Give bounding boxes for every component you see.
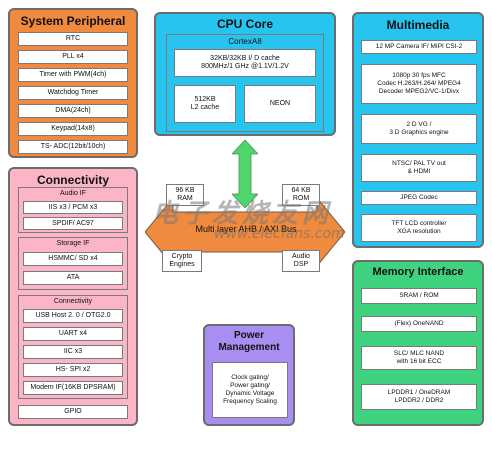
ata-block: ATA [23, 271, 123, 285]
iis-pcm-block: IIS x3 / PCM x3 [23, 201, 123, 214]
connectivity-group: Connectivity USB Host 2. 0 / OTG2.0 UART… [18, 295, 128, 399]
multimedia-panel: Multimedia 12 MP Camera IF/ MIPI CSI-2 1… [352, 12, 484, 248]
cpu-bus-arrow [232, 140, 258, 208]
cortex-a8-block: CortexA8 32KB/32KB I/ D cache 800MHz/1 G… [166, 34, 324, 132]
dma-block: DMA(24ch) [18, 104, 128, 118]
audio-if-title: Audio IF [59, 190, 87, 197]
connectivity-group-title: Connectivity [53, 298, 93, 305]
tft-lcd-controller-block: TFT LCD controller XGA resolution [361, 214, 477, 242]
connectivity-title: Connectivity [36, 173, 109, 187]
sram-rom-block: SRAM / ROM [361, 288, 477, 304]
bus-label: Multi layer AHB / AXI Bus [195, 224, 297, 234]
gpio-block: GPIO [18, 405, 128, 419]
audio-dsp-block: Audio DSP [282, 250, 320, 272]
connectivity-panel: Connectivity Audio IF IIS x3 / PCM x3 SP… [8, 167, 138, 426]
memory-interface-panel: Memory Interface SRAM / ROM (Flex) OneNA… [352, 260, 484, 426]
hs-spi-block: HS- SPI x2 [23, 363, 123, 377]
neon-block: NEON [244, 85, 316, 123]
system-peripheral-title: System Peripheral [20, 14, 126, 28]
multimedia-title: Multimedia [386, 18, 450, 32]
audio-if-group: Audio IF IIS x3 / PCM x3 SPDIF/ AC97 [18, 187, 128, 233]
ram-block: 96 KB RAM [166, 184, 204, 206]
l2-cache-block: 512KB L2 cache [174, 85, 236, 123]
power-management-panel: Power Management Clock gating/ Power gat… [203, 324, 295, 426]
tv-out-hdmi-block: NTSC/ PAL TV out & HDMI [361, 154, 477, 182]
system-peripheral-panel: System Peripheral RTC PLL x4 Timer with … [8, 8, 138, 158]
keypad-block: Keypad(14x8) [18, 122, 128, 136]
power-management-title: Power Management [218, 330, 280, 353]
jpeg-codec-block: JPEG Codec [361, 191, 477, 205]
watermark-url: www.elecfans.com [214, 226, 345, 242]
pll-block: PLL x4 [18, 50, 128, 64]
watchdog-timer-block: Watchdog Timer [18, 86, 128, 100]
uart-block: UART x4 [23, 327, 123, 341]
lpddr-block: LPDDR1 / OneDRAM LPDDR2 / DDR2 [361, 384, 477, 410]
timer-pwm-block: Timer with PWM(4ch) [18, 68, 128, 82]
usb-host-otg-block: USB Host 2. 0 / OTG2.0 [23, 309, 123, 323]
watermark-text: 电子发烧友网 [152, 199, 333, 229]
storage-if-title: Storage IF [56, 240, 90, 247]
cortex-a8-title: CortexA8 [228, 37, 262, 46]
iic-block: IIC x3 [23, 345, 123, 359]
graphics-engine-block: 2 D VG / 3 D Graphics engine [361, 114, 477, 144]
spdif-ac97-block: SPDIF/ AC97 [23, 217, 123, 230]
ts-adc-block: TS- ADC(12bit/10ch) [18, 140, 128, 154]
l1-cache-block: 32KB/32KB I/ D cache 800MHz/1 GHz @1.1V/… [174, 49, 316, 77]
crypto-engines-block: Crypto Engines [162, 250, 202, 272]
onenand-block: (Flex) OneNAND [361, 316, 477, 332]
nand-ecc-block: SLC/ MLC NAND with 16 bit ECC [361, 346, 477, 370]
cpu-core-panel: CPU Core CortexA8 32KB/32KB I/ D cache 8… [154, 12, 336, 136]
power-management-body: Clock gating/ Power gating/ Dynamic Volt… [212, 362, 288, 418]
camera-if-block: 12 MP Camera IF/ MIPI CSI-2 [361, 40, 477, 54]
modem-if-block: Modem IF(16KB DPSRAM) [23, 381, 123, 395]
memory-interface-title: Memory Interface [372, 266, 464, 278]
storage-if-group: Storage IF HSMMC/ SD x4 ATA [18, 237, 128, 290]
rom-block: 64 KB ROM [282, 184, 320, 206]
hsmmc-sd-block: HSMMC/ SD x4 [23, 252, 123, 266]
mfc-codec-block: 1080p 30 fps MFC Codec H.263/H.264/ MPEG… [361, 64, 477, 104]
cpu-core-title: CPU Core [216, 17, 273, 31]
rtc-block: RTC [18, 32, 128, 46]
